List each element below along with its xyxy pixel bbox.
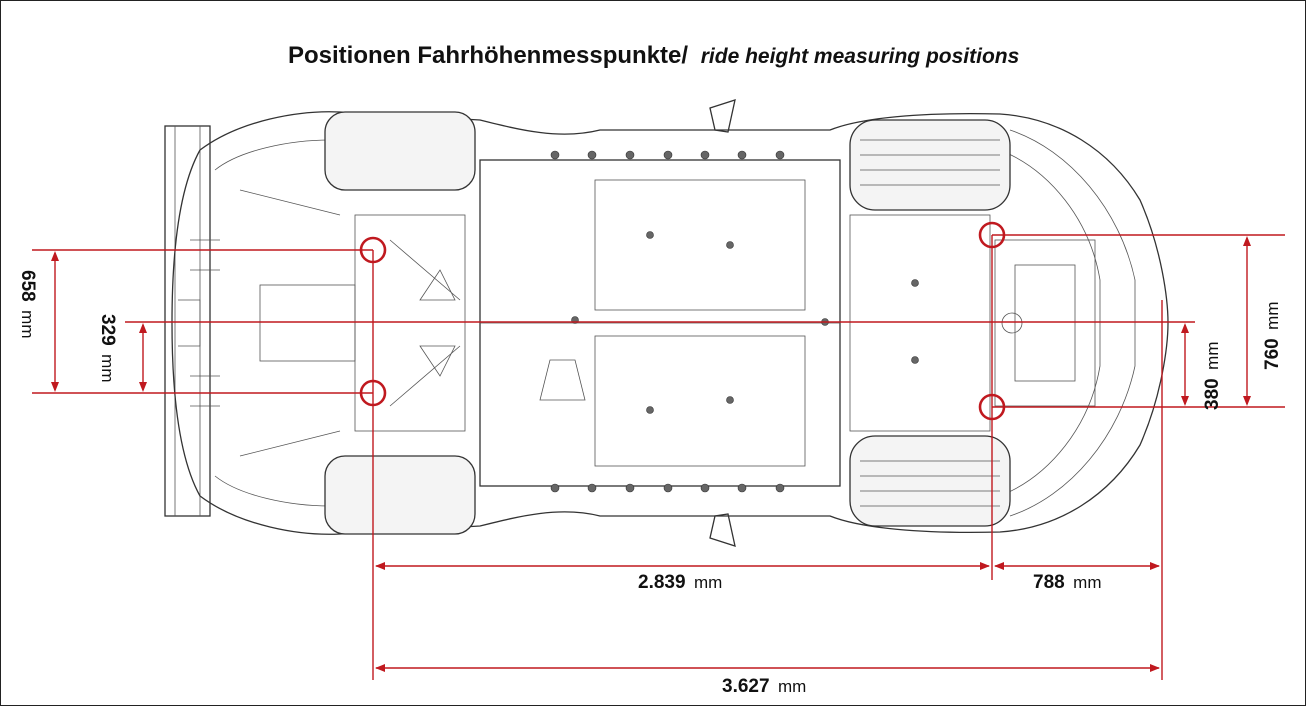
rear-left-tyre — [324, 111, 476, 191]
car-underbody-drawing — [164, 99, 1169, 547]
car-outline — [171, 111, 1169, 535]
front-right-tyre — [849, 435, 1011, 527]
sill-bolts — [550, 150, 919, 493]
front-subframe — [849, 214, 991, 432]
front-left-tyre — [849, 119, 1011, 211]
floor-panel-lower — [594, 335, 806, 467]
title-german: Positionen Fahrhöhenmesspunkte/ — [288, 42, 688, 69]
dimension-overlay — [32, 221, 1285, 680]
front-crossmember — [994, 239, 1096, 407]
label-total: 3.627 mm — [722, 676, 806, 697]
rear-gearbox-plate — [259, 284, 356, 362]
label-658: 658 mm — [17, 270, 38, 338]
floor-panel-upper — [594, 179, 806, 311]
label-329: 329 mm — [97, 314, 118, 382]
diagram-title: Positionen Fahrhöhenmesspunkte/ ride hei… — [288, 42, 1019, 69]
rear-subframe — [354, 214, 466, 432]
label-overhang: 788 mm — [1033, 572, 1101, 593]
rear-diffuser — [164, 125, 211, 517]
label-wheelbase: 2.839 mm — [638, 572, 722, 593]
rear-right-tyre — [324, 455, 476, 535]
title-english: ride height measuring positions — [701, 45, 1020, 68]
label-760: 760 mm — [1262, 302, 1283, 370]
label-380: 380 mm — [1202, 342, 1223, 410]
